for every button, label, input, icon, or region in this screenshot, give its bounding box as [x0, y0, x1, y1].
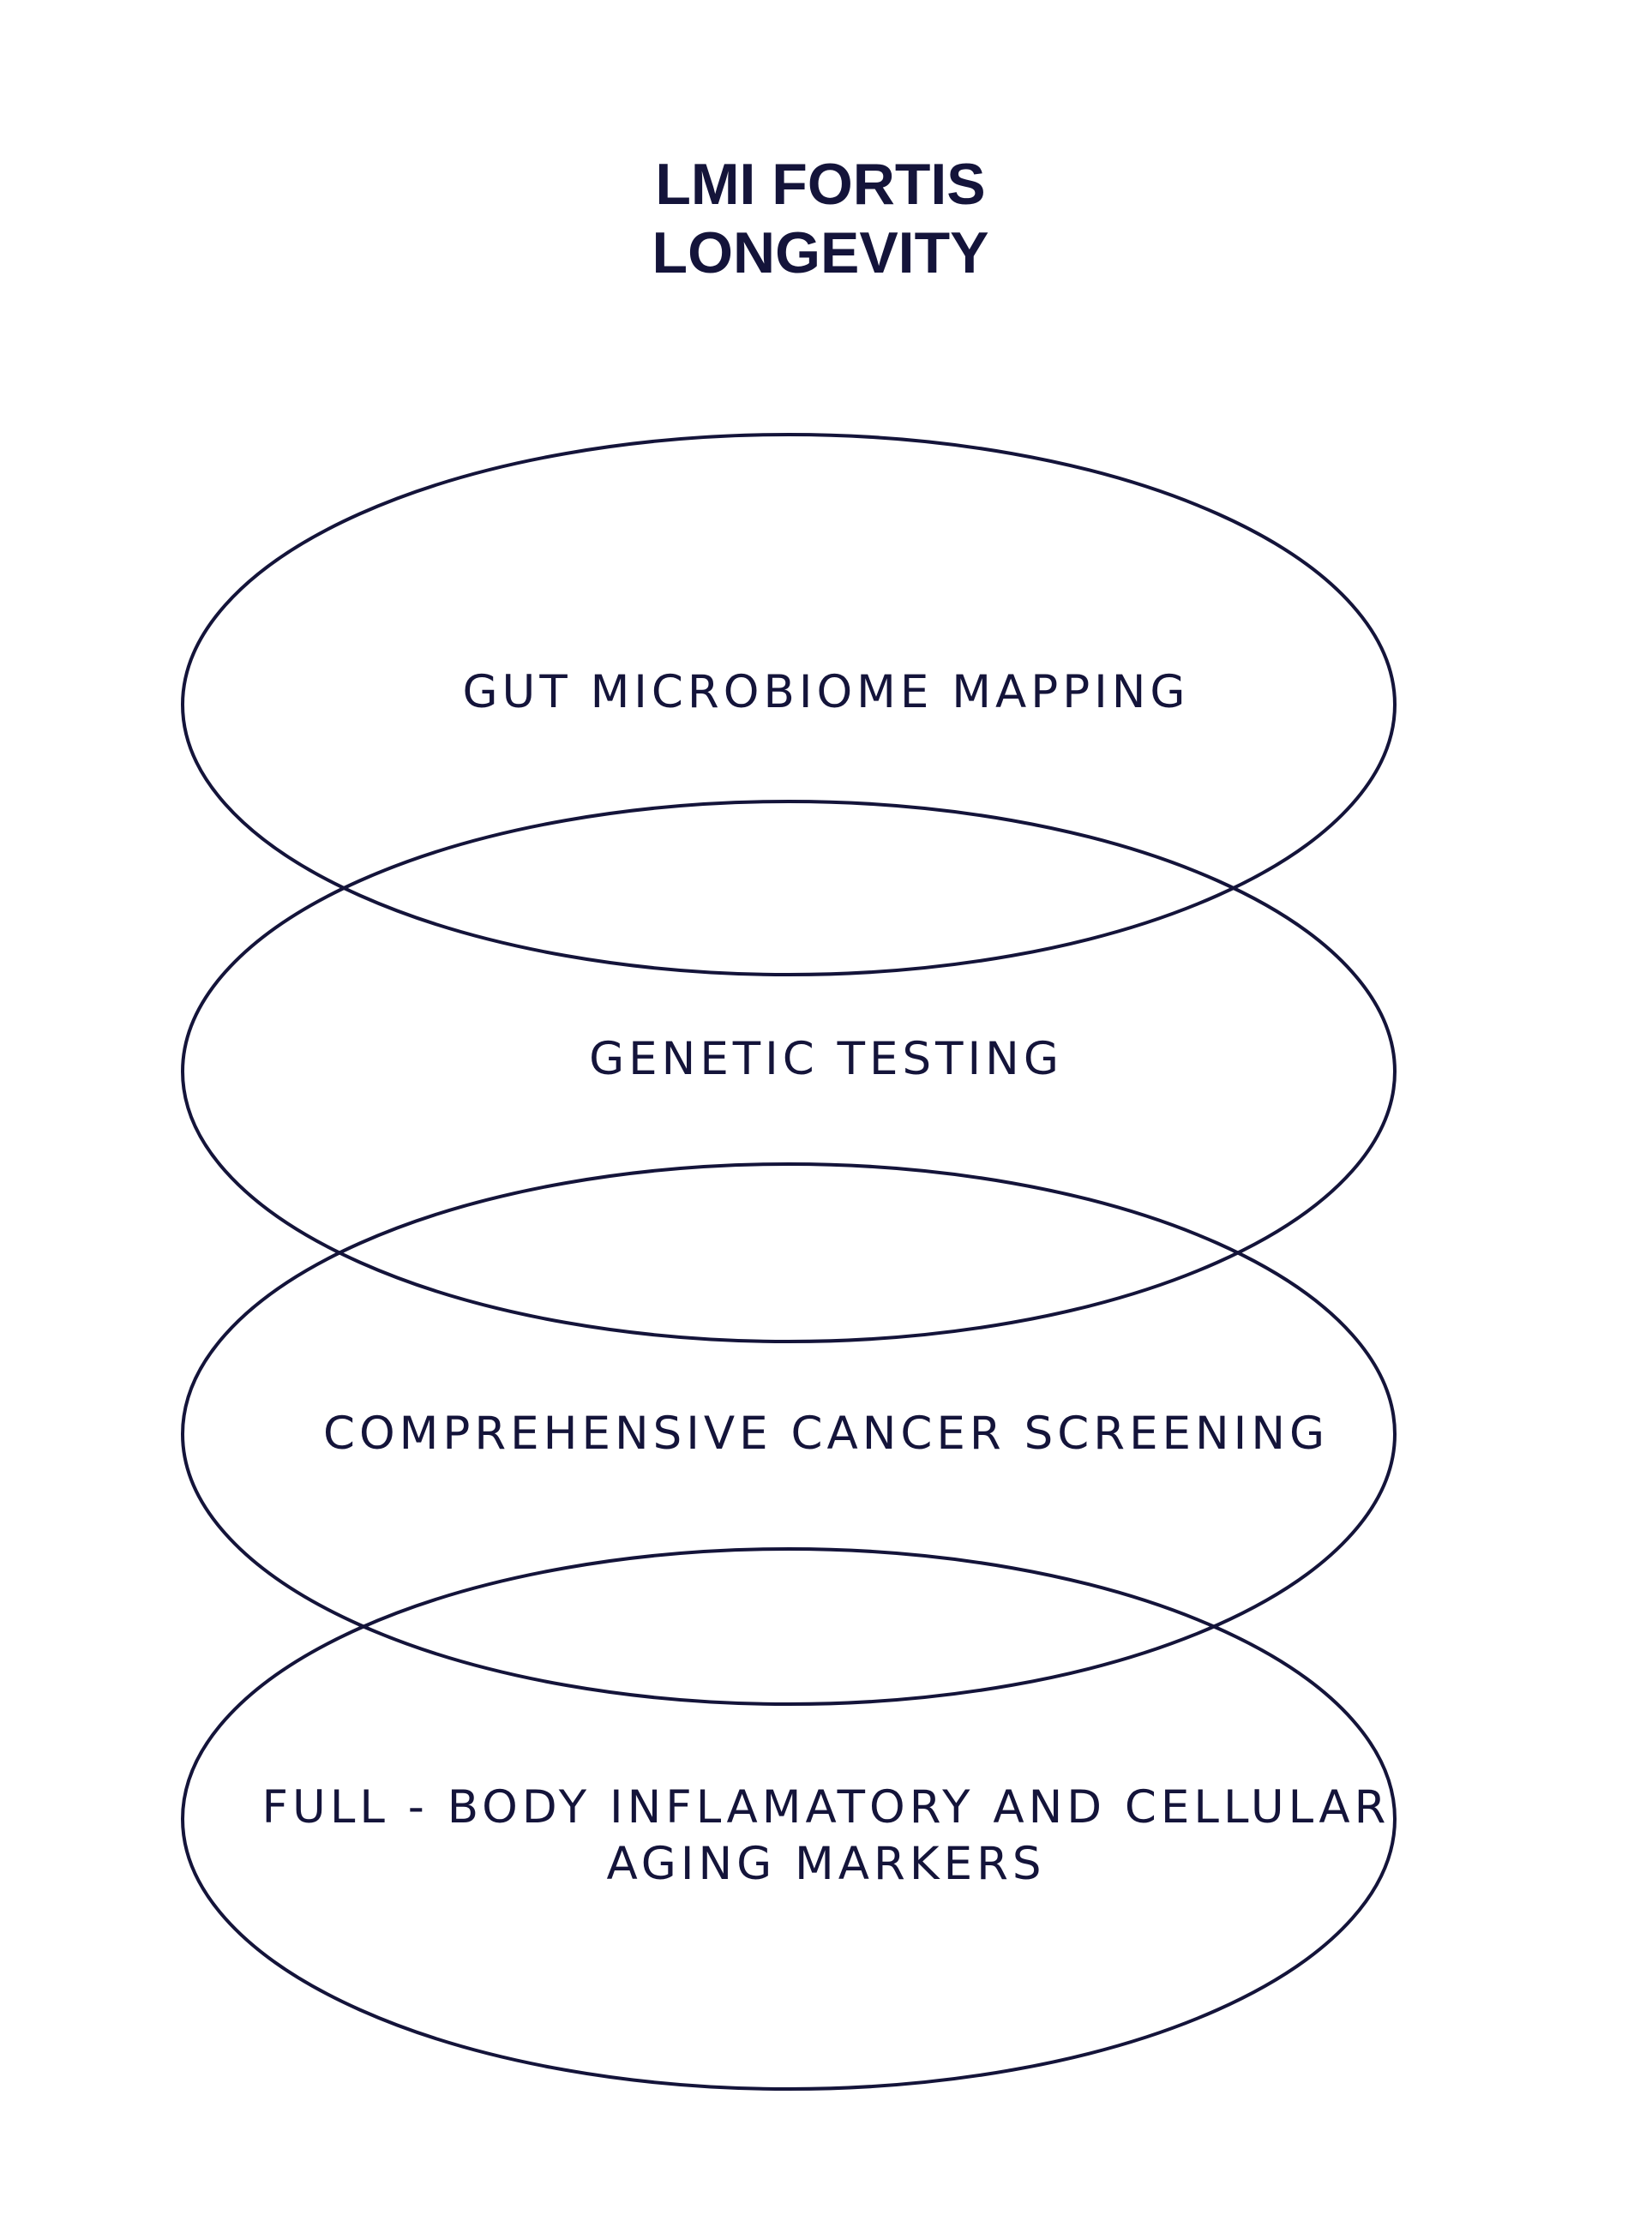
- label-cancer-screening: COMPREHENSIVE CANCER SCREENING: [0, 1406, 1652, 1462]
- label-genetic-testing: GENETIC TESTING: [0, 1031, 1652, 1088]
- label-cancer-screening-line-1: COMPREHENSIVE CANCER SCREENING: [322, 1408, 1330, 1460]
- ellipse-cancer-screening: [181, 1162, 1397, 1706]
- label-inflammatory-markers-line-2: AGING MARKERS: [606, 1838, 1046, 1890]
- label-gut-microbiome-line-1: GUT MICROBIOME MAPPING: [462, 666, 1190, 718]
- label-inflammatory-markers: FULL - BODY INFLAMATORY AND CELLULAR AGI…: [0, 1780, 1652, 1893]
- label-inflammatory-markers-line-1: FULL - BODY INFLAMATORY AND CELLULAR: [261, 1781, 1391, 1834]
- title-line-2: LONGEVITY: [652, 220, 989, 285]
- title-line-1: LMI FORTIS: [655, 152, 986, 217]
- label-gut-microbiome: GUT MICROBIOME MAPPING: [0, 664, 1652, 721]
- label-genetic-testing-line-1: GENETIC TESTING: [589, 1033, 1063, 1085]
- page-title: LMI FORTIS LONGEVITY: [0, 150, 1652, 287]
- ellipse-genetic-testing: [181, 800, 1397, 1343]
- ellipse-inflammatory-markers: [181, 1547, 1397, 2091]
- ellipse-gut-microbiome: [181, 433, 1397, 976]
